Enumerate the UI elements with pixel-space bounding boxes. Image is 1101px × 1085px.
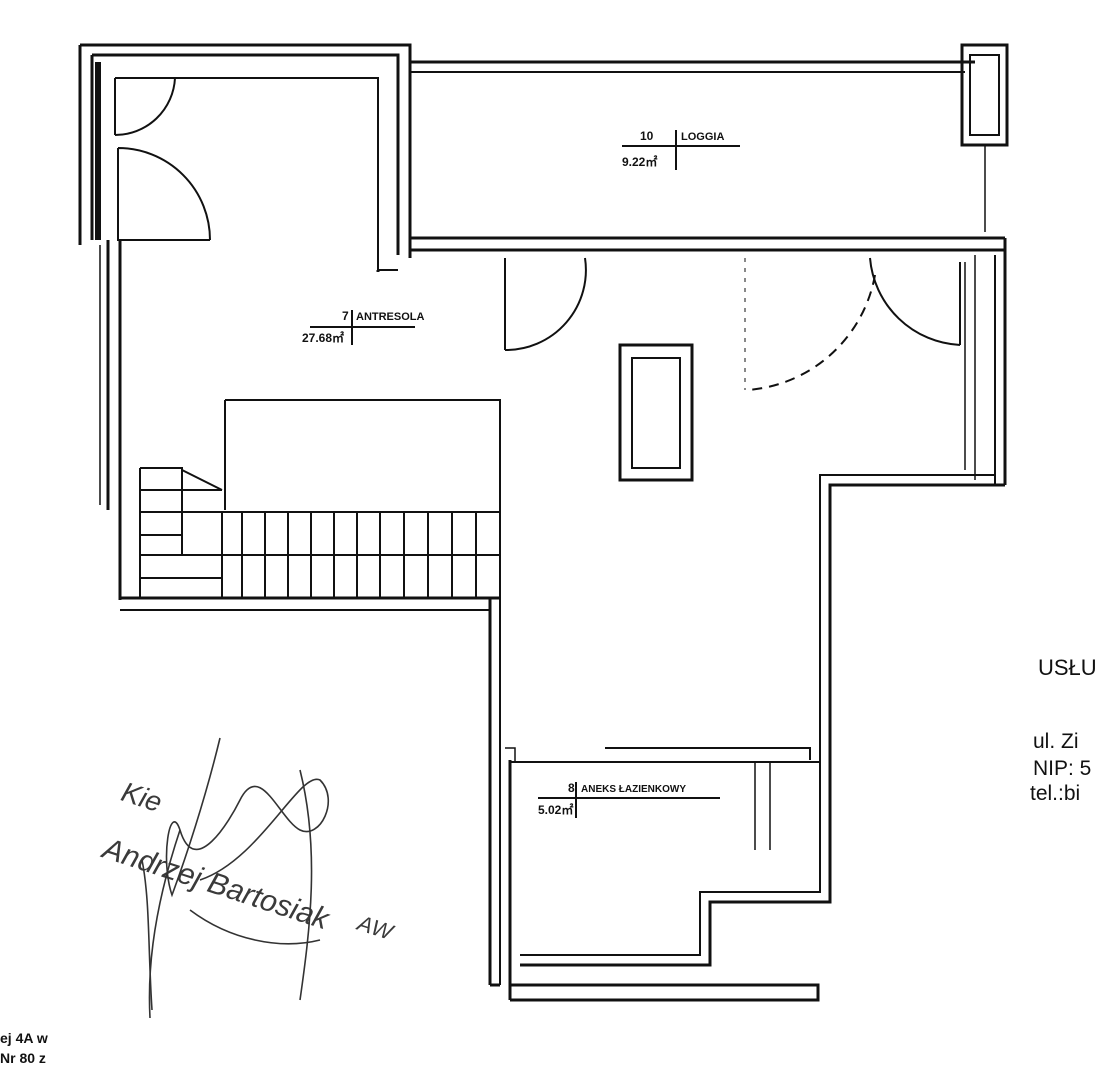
room-area: 5.02㎡	[538, 802, 573, 817]
room-label-loggia: 10 LOGGIA 9.22㎡	[622, 129, 740, 170]
signature	[141, 737, 330, 1019]
stamp-line-1: Kie	[118, 776, 166, 818]
company-address: ul. Zi	[1033, 730, 1079, 753]
stamp-line-3: AW	[353, 910, 398, 946]
company-nip: NIP: 5	[1033, 757, 1092, 780]
room-number: 7	[342, 309, 349, 323]
bottom-left-text-1: ej 4A w	[0, 1030, 48, 1046]
room-area: 27.68㎡	[302, 330, 344, 345]
room-number: 8	[568, 781, 575, 795]
room-label-aneks: 8 ANEKS ŁAZIENKOWY 5.02㎡	[538, 781, 720, 818]
bottom-left-text-2: Nr 80 z	[0, 1050, 46, 1066]
room-name: ANTRESOLA	[356, 311, 425, 323]
room-name: LOGGIA	[681, 131, 724, 143]
room-label-antresola: 7 ANTRESOLA 27.68㎡	[302, 309, 425, 345]
doors	[114, 77, 961, 391]
stamp-line-2: Andrzej Bartosiak	[97, 832, 335, 937]
room-name: ANEKS ŁAZIENKOWY	[581, 784, 686, 795]
stamp: Kie Andrzej Bartosiak AW	[97, 776, 398, 946]
room-number: 10	[640, 129, 654, 143]
walls	[78, 43, 1009, 1002]
skylight	[618, 343, 694, 482]
company-phone: tel.:bi	[1030, 782, 1081, 805]
staircase	[139, 399, 501, 598]
room-area: 9.22㎡	[622, 154, 657, 169]
company-name: USŁU	[1038, 655, 1097, 680]
